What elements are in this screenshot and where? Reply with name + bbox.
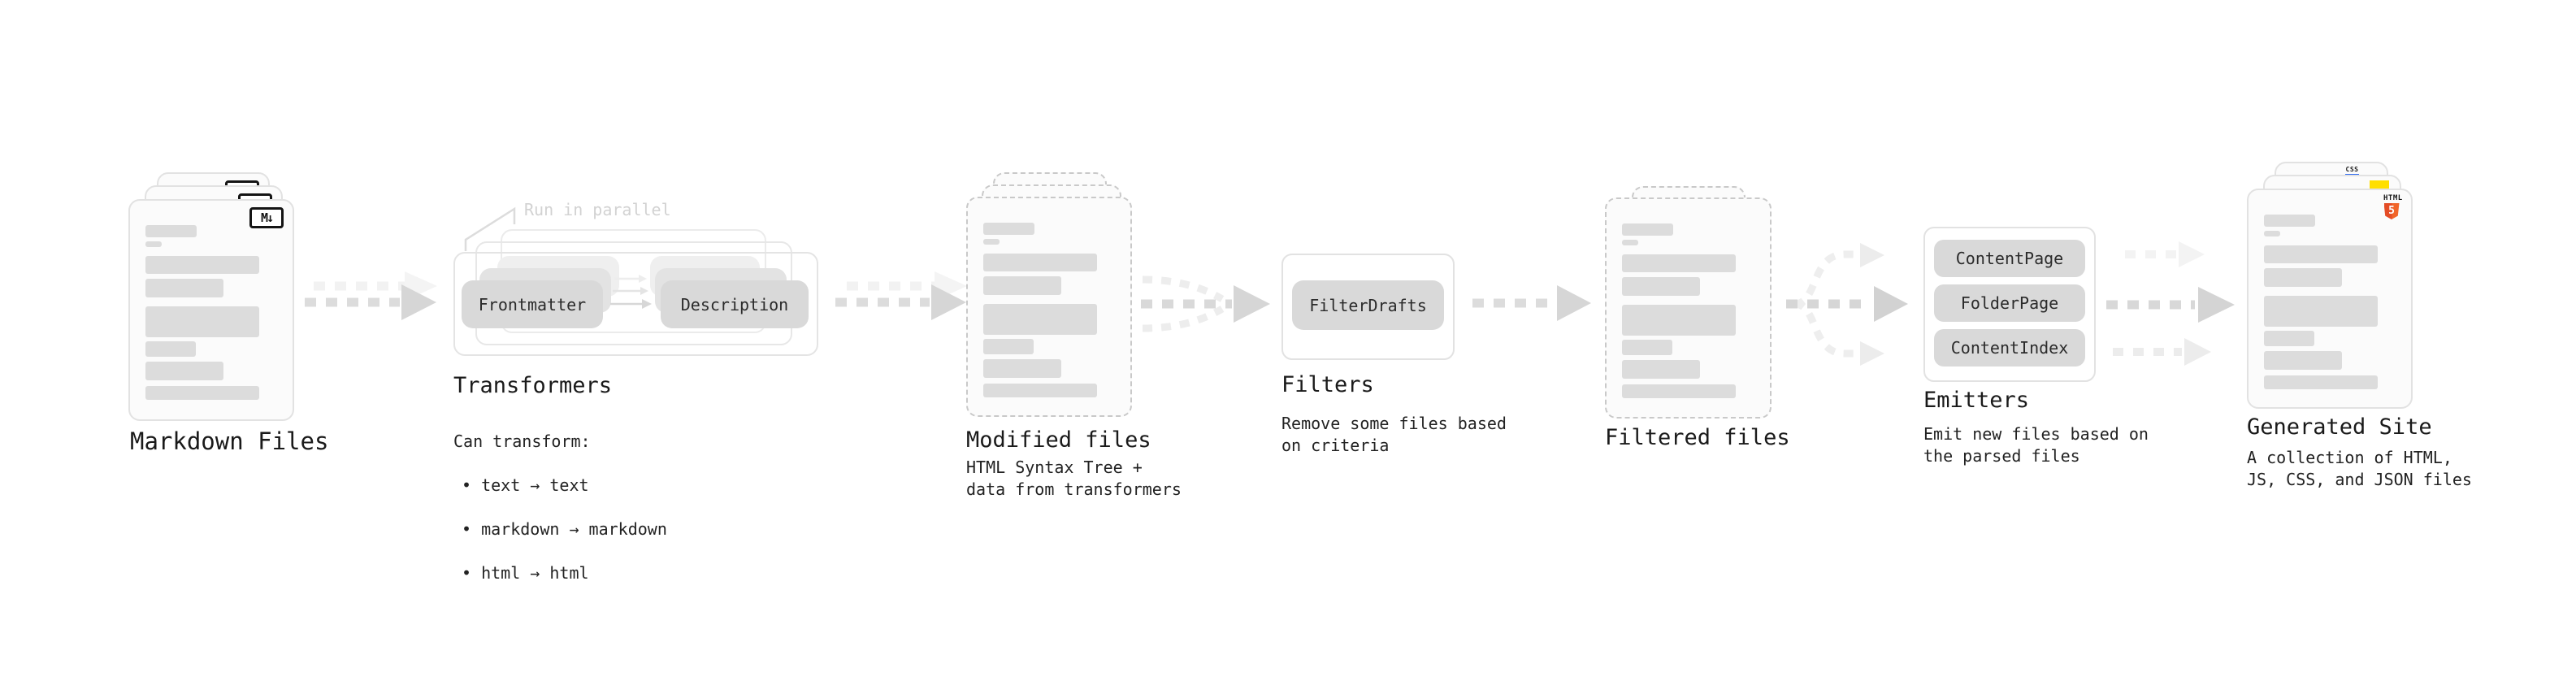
text-line-placeholder — [2264, 296, 2378, 327]
text-line-placeholder — [2264, 351, 2342, 370]
contentindex-pill: ContentIndex — [1934, 329, 2085, 367]
html5-shield: 5 — [2383, 203, 2400, 219]
text-line-placeholder — [2264, 375, 2378, 389]
text-line-placeholder — [1622, 254, 1736, 272]
text-line-placeholder — [2264, 245, 2378, 263]
arrow-modified-to-filters — [1141, 275, 1270, 332]
text-line-placeholder — [1622, 223, 1673, 236]
filterdrafts-pill: FilterDrafts — [1292, 280, 1444, 330]
js-icon — [2370, 180, 2389, 190]
generated-site-stack: CSS HTML 5 — [2247, 162, 2413, 410]
text-line-placeholder — [983, 254, 1097, 271]
arrow-transformers-to-modified — [835, 271, 967, 320]
text-line-placeholder — [1622, 305, 1736, 336]
text-line-placeholder — [145, 241, 162, 247]
filters-title: Filters — [1281, 372, 1374, 397]
filtered-files-label: Filtered files — [1605, 425, 1790, 450]
transformers-description: Can transform: • text → text • markdown … — [453, 409, 667, 606]
run-in-parallel-label: Run in parallel — [524, 200, 671, 219]
text-line-placeholder — [983, 304, 1097, 335]
markdown-files-stack: M↓ M↓ M↓ — [128, 172, 294, 421]
arrow-filtered-to-emitters — [1786, 243, 1908, 366]
text-line-placeholder — [145, 256, 259, 274]
text-line-placeholder — [145, 341, 196, 357]
text-line-placeholder — [2264, 331, 2314, 346]
bullet-item: • markdown → markdown — [462, 519, 667, 539]
run-in-parallel-bracket — [464, 206, 516, 251]
markdown-icon: M↓ — [249, 207, 284, 228]
text-line-placeholder — [145, 362, 223, 380]
text-line-placeholder — [1622, 360, 1700, 379]
description-pill: Description — [661, 280, 809, 328]
emitters-panel: ContentPage FolderPage ContentIndex — [1923, 227, 2096, 382]
text-line-placeholder — [145, 279, 223, 297]
contentpage-pill: ContentPage — [1934, 240, 2085, 277]
arrow-markdown-to-transformers — [305, 271, 437, 320]
emitters-title: Emitters — [1923, 388, 2030, 413]
filters-description: Remove some files based on criteria — [1281, 414, 1507, 455]
text-line-placeholder — [145, 225, 197, 237]
modified-files-stack — [966, 172, 1132, 421]
text-line-placeholder — [1622, 384, 1736, 398]
can-transform-heading: Can transform: — [453, 432, 591, 451]
text-line-placeholder — [983, 276, 1061, 295]
generated-site-description: A collection of HTML, JS, CSS, and JSON … — [2247, 448, 2472, 489]
text-line-placeholder — [1622, 277, 1700, 296]
text-line-placeholder — [983, 359, 1061, 378]
modified-files-description: HTML Syntax Tree + data from transformer… — [966, 458, 1182, 499]
filtered-file-card-front — [1605, 197, 1772, 419]
text-line-placeholder — [145, 386, 259, 400]
arrow-emitters-to-generated — [2106, 241, 2235, 366]
frontmatter-pill: Frontmatter — [462, 280, 603, 328]
transformer-group-front — [453, 252, 818, 356]
modified-files-label: Modified files — [966, 427, 1151, 453]
transformer-flow-arrows — [610, 275, 652, 309]
filtered-files-stack — [1605, 186, 1772, 422]
generated-file-card-html: HTML 5 — [2247, 189, 2413, 409]
text-line-placeholder — [1622, 240, 1638, 245]
text-line-placeholder — [2264, 268, 2342, 287]
markdown-file-card-front: M↓ — [128, 199, 294, 421]
text-line-placeholder — [983, 384, 1097, 397]
generated-site-label: Generated Site — [2247, 414, 2432, 440]
text-line-placeholder — [1622, 340, 1672, 355]
bullet-item: • text → text — [462, 475, 589, 495]
text-line-placeholder — [145, 306, 259, 337]
modified-file-card-front — [966, 197, 1132, 417]
text-line-placeholder — [2264, 215, 2315, 227]
text-line-placeholder — [983, 239, 1000, 245]
html5-icon: HTML 5 — [2383, 195, 2402, 219]
text-line-placeholder — [2264, 231, 2280, 236]
filters-panel: FilterDrafts — [1281, 254, 1455, 360]
markdown-files-label: Markdown Files — [130, 427, 329, 455]
emitters-description: Emit new files based on the parsed files — [1923, 424, 2149, 466]
bullet-item: • html → html — [462, 563, 589, 583]
arrow-filters-to-filtered — [1472, 285, 1591, 321]
text-line-placeholder — [983, 223, 1034, 235]
text-line-placeholder — [983, 339, 1034, 354]
transformers-title: Transformers — [453, 373, 613, 398]
folderpage-pill: FolderPage — [1934, 284, 2085, 322]
